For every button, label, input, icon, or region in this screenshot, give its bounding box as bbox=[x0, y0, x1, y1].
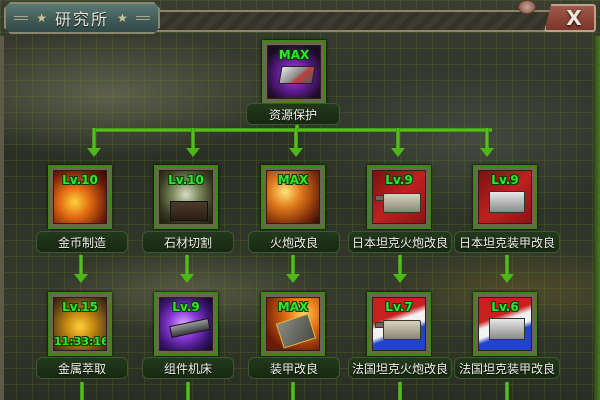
connector bbox=[185, 255, 189, 275]
arrow-down-icon bbox=[186, 148, 200, 157]
tech-label: 法国坦克装甲改良 bbox=[454, 357, 560, 379]
armor-graphic bbox=[489, 191, 525, 213]
level-badge: Lv.10 bbox=[168, 173, 204, 187]
france-tank-armor-icon[interactable]: Lv.6 bbox=[473, 292, 537, 356]
tech-label: 组件机床 bbox=[142, 357, 234, 379]
connector bbox=[79, 255, 83, 275]
gold-minting-icon[interactable]: Lv.10 bbox=[48, 165, 112, 229]
component-lathe-icon[interactable]: Lv.9 bbox=[154, 292, 218, 356]
arrow-down-icon bbox=[500, 274, 514, 283]
page-title: 研究所 bbox=[54, 10, 109, 29]
turret-graphic bbox=[383, 193, 421, 213]
tech-label: 资源保护 bbox=[246, 103, 340, 125]
connector bbox=[80, 382, 84, 400]
connector bbox=[505, 255, 509, 275]
arrow-down-icon bbox=[74, 274, 88, 283]
level-badge: Lv.6 bbox=[491, 300, 519, 314]
tech-label: 金属萃取 bbox=[36, 357, 128, 379]
level-badge: Lv.10 bbox=[62, 173, 98, 187]
icon-art: Lv.10 bbox=[159, 170, 213, 224]
icon-art: MAX bbox=[266, 297, 320, 351]
title-plate: ★ 研究所 ★ bbox=[4, 2, 160, 34]
connector bbox=[295, 124, 299, 130]
armor-plate-graphic bbox=[275, 313, 317, 349]
connector bbox=[505, 382, 509, 400]
icon-art: Lv.6 bbox=[478, 297, 532, 351]
arrow-down-icon bbox=[391, 148, 405, 157]
window-frame-right bbox=[594, 36, 600, 400]
icon-art: Lv.9 bbox=[159, 297, 213, 351]
level-badge: Lv.7 bbox=[385, 300, 413, 314]
icon-art: Lv.7 bbox=[372, 297, 426, 351]
icon-art: MAX bbox=[267, 45, 321, 99]
france-tank-cannon-icon[interactable]: Lv.7 bbox=[367, 292, 431, 356]
japan-tank-armor-icon[interactable]: Lv.9 bbox=[473, 165, 537, 229]
arrow-down-icon bbox=[393, 274, 407, 283]
countdown-timer: 11:33:16 bbox=[54, 335, 107, 348]
japan-tank-cannon-icon[interactable]: Lv.9 bbox=[367, 165, 431, 229]
level-badge: Lv.9 bbox=[172, 300, 200, 314]
connector bbox=[291, 255, 295, 275]
icon-art: Lv.15 11:33:16 bbox=[53, 297, 107, 351]
connector bbox=[191, 128, 195, 148]
armor-graphic bbox=[489, 318, 525, 340]
icon-art: Lv.9 bbox=[478, 170, 532, 224]
star-icon: ★ bbox=[117, 11, 128, 25]
level-badge: Lv.9 bbox=[385, 173, 413, 187]
tech-label: 石材切割 bbox=[142, 231, 234, 253]
gem-graphic bbox=[278, 66, 316, 84]
level-badge: MAX bbox=[277, 173, 309, 187]
connector bbox=[485, 128, 489, 148]
connector bbox=[294, 128, 298, 148]
arrow-down-icon bbox=[480, 148, 494, 157]
connector bbox=[396, 128, 400, 148]
tech-label: 日本坦克火炮改良 bbox=[348, 231, 452, 253]
close-icon: X bbox=[566, 6, 582, 30]
level-badge: MAX bbox=[277, 300, 309, 314]
connector bbox=[398, 255, 402, 275]
star-icon: ★ bbox=[36, 11, 47, 25]
clock-icon bbox=[518, 0, 536, 14]
title-rail bbox=[150, 10, 570, 32]
connector bbox=[398, 382, 402, 400]
arrow-down-icon bbox=[289, 148, 303, 157]
connector bbox=[92, 128, 492, 132]
arrow-down-icon bbox=[286, 274, 300, 283]
artillery-upgrade-icon[interactable]: MAX bbox=[261, 165, 325, 229]
arrow-down-icon bbox=[180, 274, 194, 283]
decor-lines bbox=[14, 16, 29, 20]
armor-upgrade-icon[interactable]: MAX bbox=[261, 292, 325, 356]
connector bbox=[291, 382, 295, 400]
connector bbox=[186, 382, 190, 400]
tech-label: 火炮改良 bbox=[248, 231, 340, 253]
icon-art: Lv.10 bbox=[53, 170, 107, 224]
icon-art: Lv.9 bbox=[372, 170, 426, 224]
title-bar: ★ 研究所 ★ X bbox=[0, 0, 600, 38]
resource-protection-icon[interactable]: MAX bbox=[262, 40, 326, 104]
turret-graphic bbox=[383, 320, 421, 340]
window-frame-left bbox=[0, 36, 4, 400]
stone-cutting-icon[interactable]: Lv.10 bbox=[154, 165, 218, 229]
level-badge: Lv.9 bbox=[491, 173, 519, 187]
connector bbox=[92, 128, 96, 148]
tech-label: 日本坦克装甲改良 bbox=[454, 231, 560, 253]
arrow-down-icon bbox=[87, 148, 101, 157]
tech-label: 金币制造 bbox=[36, 231, 128, 253]
metal-extraction-icon[interactable]: Lv.15 11:33:16 bbox=[48, 292, 112, 356]
tech-label: 装甲改良 bbox=[248, 357, 340, 379]
cart-graphic bbox=[170, 201, 208, 221]
close-button[interactable]: X bbox=[544, 4, 596, 32]
level-badge: Lv.15 bbox=[62, 300, 98, 314]
tech-label: 法国坦克火炮改良 bbox=[348, 357, 452, 379]
level-badge: MAX bbox=[278, 48, 310, 62]
lathe-graphic bbox=[169, 317, 211, 339]
icon-art: MAX bbox=[266, 170, 320, 224]
decor-lines bbox=[135, 16, 150, 20]
